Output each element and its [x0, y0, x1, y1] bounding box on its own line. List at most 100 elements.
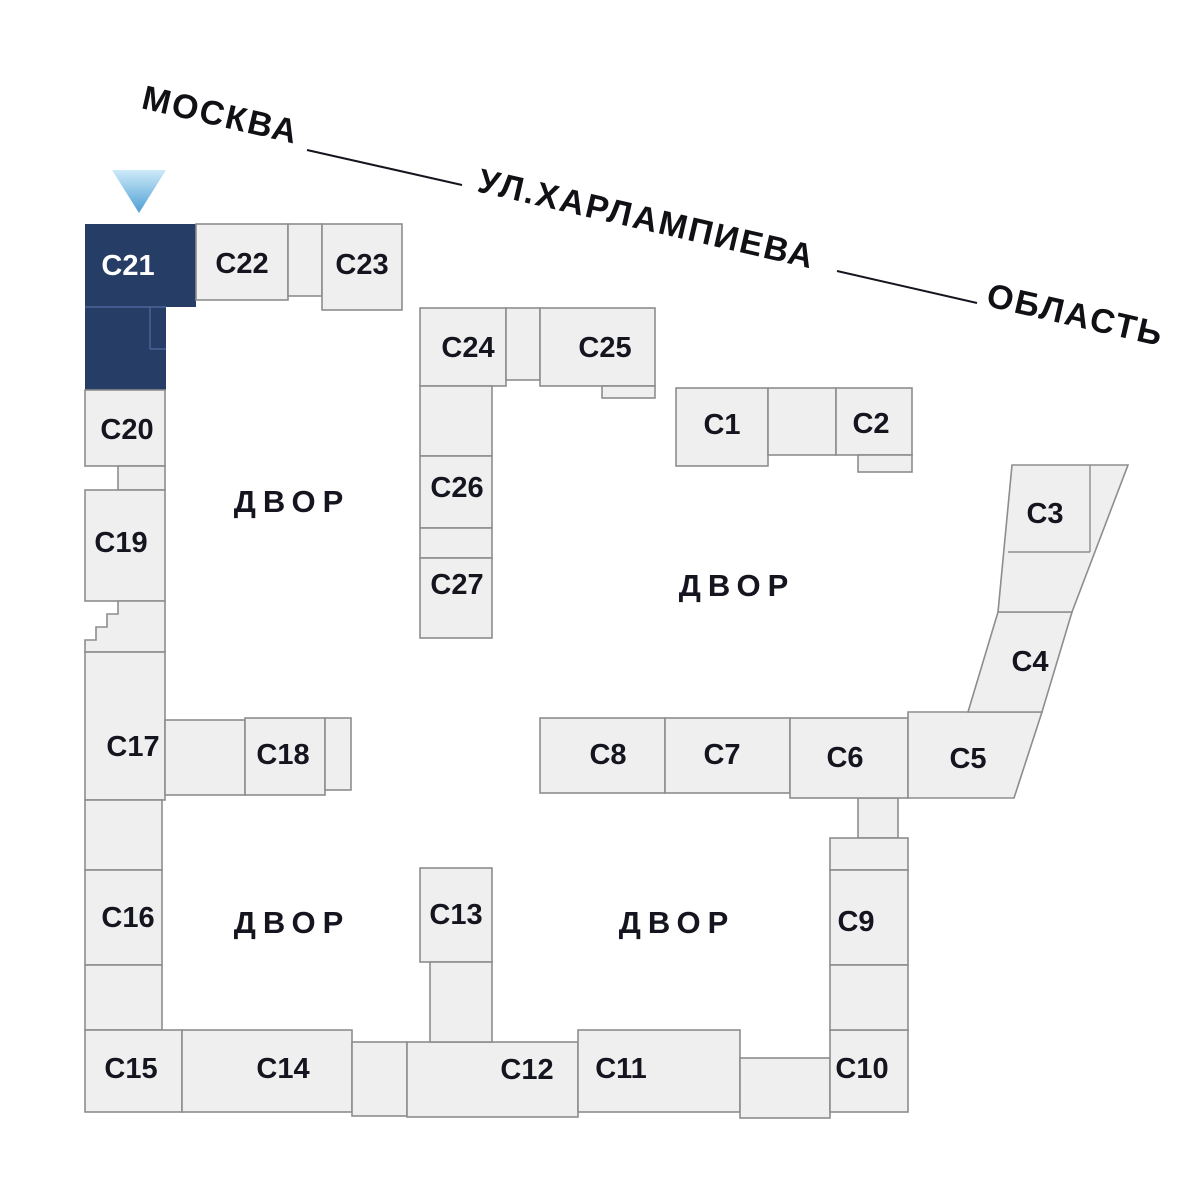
selected-building-marker-icon	[112, 170, 166, 213]
building-c15-label: С15	[104, 1053, 157, 1085]
building-c18-label: С18	[256, 739, 309, 771]
block-connector	[351, 1041, 408, 1117]
block-connector	[857, 797, 899, 839]
building-c9-shape[interactable]	[829, 869, 909, 966]
building-c1[interactable]: С1	[675, 387, 769, 467]
street-label-name: УЛ.ХАРЛАМПИЕВА	[474, 162, 818, 277]
building-c16-shape[interactable]	[84, 869, 163, 966]
building-c14-shape[interactable]	[181, 1029, 353, 1113]
building-c13-shape[interactable]	[419, 867, 493, 963]
courtyard-label-bottom-left: ДВОР	[234, 905, 351, 940]
building-c3-label: С3	[1026, 498, 1063, 530]
building-c17-label: С17	[106, 731, 159, 763]
building-c10-shape[interactable]	[829, 1029, 909, 1113]
building-c10[interactable]: С10	[829, 1029, 909, 1113]
building-c11[interactable]: С11	[577, 1029, 741, 1113]
building-c25-label: С25	[578, 332, 631, 364]
block-connector	[829, 964, 909, 1031]
building-c14[interactable]: С14	[181, 1029, 353, 1113]
building-c19[interactable]: С19	[84, 489, 166, 602]
block-connector	[419, 385, 493, 457]
block-connector	[829, 837, 909, 871]
block-connector	[419, 527, 493, 559]
building-c21[interactable]: С21	[85, 224, 196, 390]
building-c4[interactable]: С4	[966, 611, 1074, 713]
building-c8-label: С8	[589, 739, 626, 771]
building-c20[interactable]: С20	[84, 389, 166, 467]
building-c1-label: С1	[703, 409, 740, 441]
building-c2[interactable]: С2	[835, 387, 913, 456]
courtyard-label-bottom-right: ДВОР	[619, 905, 736, 940]
building-c26-label: С26	[430, 472, 483, 504]
building-c25-shape[interactable]	[539, 307, 656, 387]
building-c15[interactable]: С15	[84, 1029, 183, 1113]
building-c22-shape[interactable]	[195, 223, 289, 301]
building-c21-label: С21	[101, 250, 154, 282]
street-label-oblast: ОБЛАСТЬ	[983, 276, 1167, 354]
courtyard-label-right: ДВОР	[679, 568, 796, 603]
building-c22[interactable]: С22	[195, 223, 289, 301]
building-c13-label: С13	[429, 899, 482, 931]
building-c27-label: С27	[430, 569, 483, 601]
building-c19-shape[interactable]	[84, 489, 166, 602]
building-c17-shape[interactable]	[84, 651, 166, 801]
building-c14-label: С14	[256, 1053, 309, 1085]
block-connector	[429, 961, 493, 1043]
building-c16[interactable]: С16	[84, 869, 163, 966]
building-c26-shape[interactable]	[419, 455, 493, 529]
building-c26[interactable]: С26	[419, 455, 493, 529]
street-line-left	[306, 149, 463, 186]
block-connector	[287, 223, 323, 297]
building-c9-label: С9	[837, 906, 874, 938]
block-stairs	[84, 600, 166, 653]
building-c7-shape[interactable]	[664, 717, 791, 794]
building-c8[interactable]: С8	[539, 717, 666, 794]
building-c22-label: С22	[215, 248, 268, 280]
building-c7-label: С7	[703, 739, 740, 771]
building-c12[interactable]: С12	[406, 1041, 579, 1118]
building-c18[interactable]: С18	[244, 717, 326, 796]
building-c23-shape[interactable]	[321, 223, 403, 311]
building-c23-label: С23	[335, 249, 388, 281]
building-c11-label: С11	[595, 1053, 647, 1085]
building-c27-shape[interactable]	[419, 557, 493, 639]
building-c16-label: С16	[101, 902, 154, 934]
building-c9[interactable]: С9	[829, 869, 909, 966]
building-c7[interactable]: С7	[664, 717, 791, 794]
block-connector	[324, 717, 352, 791]
block-connector	[164, 719, 246, 796]
street-label-moscow: МОСКВА	[138, 79, 302, 152]
building-c8-shape[interactable]	[539, 717, 666, 794]
building-c17[interactable]: С17	[84, 651, 166, 801]
building-c27[interactable]: С27	[419, 557, 493, 639]
building-c3[interactable]: С3	[997, 464, 1130, 613]
building-c10-label: С10	[835, 1053, 888, 1085]
building-c3-shape[interactable]	[997, 464, 1130, 613]
building-c5-label: С5	[949, 743, 986, 775]
building-c20-shape[interactable]	[84, 389, 166, 467]
building-c11-shape[interactable]	[577, 1029, 741, 1113]
block-connector	[84, 799, 163, 871]
building-c13[interactable]: С13	[419, 867, 493, 963]
block-connector	[84, 964, 163, 1031]
block-connector	[739, 1057, 831, 1119]
building-c24-shape[interactable]	[419, 307, 507, 387]
building-c12-label: С12	[500, 1054, 553, 1086]
building-c6-shape[interactable]	[789, 717, 909, 799]
building-c24[interactable]: С24	[419, 307, 507, 387]
building-c12-shape[interactable]	[406, 1041, 579, 1118]
block-connector	[767, 387, 837, 456]
building-c23[interactable]: С23	[321, 223, 403, 311]
building-c20-label: С20	[100, 414, 153, 446]
block-connector	[117, 465, 166, 491]
building-c18-shape[interactable]	[244, 717, 326, 796]
building-c25[interactable]: С25	[539, 307, 656, 387]
building-c5[interactable]: С5	[907, 711, 1044, 799]
building-c6-label: С6	[826, 742, 863, 774]
block-connector	[601, 385, 656, 399]
building-c6[interactable]: С6	[789, 717, 909, 799]
block-connector	[505, 307, 541, 381]
courtyard-label-top-left: ДВОР	[234, 484, 351, 519]
